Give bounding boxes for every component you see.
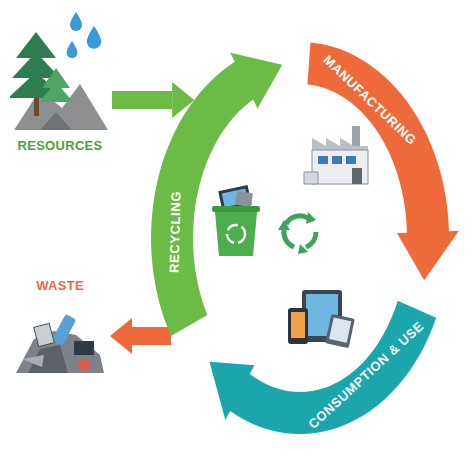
stage-label: CONSUMPTION & USE: [306, 318, 427, 431]
recycling-bin: [212, 185, 260, 256]
waste-group: WASTE: [10, 276, 110, 375]
resource-illustration: [10, 12, 110, 136]
cycle-band: CONSUMPTION & USE: [208, 299, 438, 435]
cycle-band: RECYCLING: [150, 51, 284, 337]
cycle-band: MANUFACTURING: [306, 41, 460, 282]
stage-label: RECYCLING: [166, 191, 183, 273]
flow-arrow: [112, 91, 172, 109]
factory-icon: [304, 126, 368, 184]
group-label: WASTE: [36, 276, 84, 295]
band-arrow-shape: [306, 41, 460, 282]
resource-group: RESOURCES: [8, 12, 112, 155]
waste-illustration: [14, 295, 106, 375]
recycle-symbol: [278, 212, 316, 254]
group-label: RESOURCES: [17, 136, 102, 155]
flow-arrow: [132, 327, 171, 345]
devices-icon: [288, 290, 355, 348]
